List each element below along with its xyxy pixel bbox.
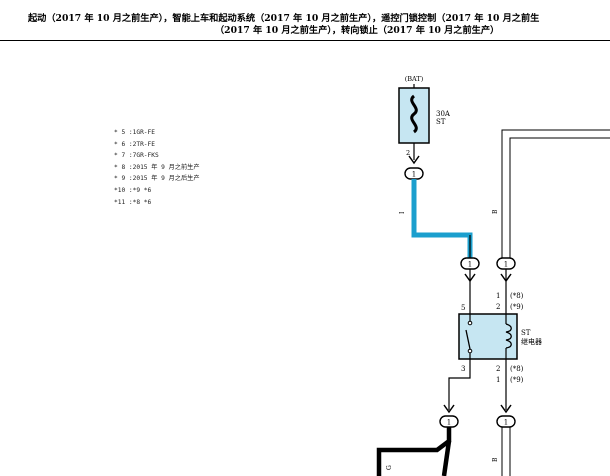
- footnote-legend: * 5 :1GR-FE * 6 :2TR-FE * 7 :7GR-FKS * 8…: [114, 127, 200, 208]
- fuse-name: ST: [436, 118, 446, 126]
- connector-pin-label: 1: [468, 261, 472, 269]
- arrow-down-icon: [443, 404, 455, 414]
- relay-pin-bottom-right-a: 2: [496, 365, 500, 373]
- relay-subname: 继电器: [521, 337, 542, 346]
- relay-name: ST: [521, 329, 531, 337]
- bottom-mark-left: G: [386, 465, 393, 470]
- wire-mark-left: I: [399, 211, 406, 214]
- relay-pin-top-left: 5: [461, 304, 465, 312]
- fuse-amp-rating: 30A: [436, 110, 451, 118]
- wire-mark-right: B: [492, 209, 499, 214]
- fuse-element-icon: [410, 94, 418, 134]
- thick-harness-wire: [376, 427, 452, 476]
- highlighted-wire: [411, 179, 473, 258]
- relay-pin-top-right-b: 2: [496, 303, 500, 311]
- legend-entry: * 8 :2015 年 9 月之前生产: [114, 163, 200, 171]
- relay-pin-top-right-b-note: (*9): [510, 303, 524, 311]
- relay-output-wire-left: [448, 359, 471, 410]
- connector-relay-out-right: [496, 415, 516, 428]
- relay-pin-bottom-right-b-note: (*9): [510, 376, 524, 384]
- legend-entry: * 6 :2TR-FE: [114, 140, 155, 148]
- bottom-mark-right: B: [492, 457, 499, 462]
- relay-switch-contact: [467, 348, 473, 354]
- page-header: 起动（2017 年 10 月之前生产），智能上车和起动系统（2017 年 10 …: [0, 0, 610, 41]
- connector-pin-label: 1: [504, 261, 508, 269]
- double-wire-inner: [509, 137, 610, 258]
- fuse-source-label: (BAT): [405, 75, 424, 83]
- arrow-down-icon: [500, 404, 512, 414]
- connector-pin-label: 1: [447, 419, 451, 427]
- connector-pin-label: 1: [412, 171, 416, 179]
- legend-entry: * 9 :2015 年 9 月之后生产: [114, 175, 200, 183]
- relay-pin-top-right-a: 1: [496, 292, 500, 300]
- fuse-pin-number: 2: [406, 149, 410, 157]
- arrow-down-icon: [408, 155, 420, 165]
- thick-harness-wire: [441, 440, 452, 476]
- relay-switch-contact: [467, 320, 473, 326]
- relay-pin-bottom-right-a-note: (*8): [510, 365, 524, 373]
- double-wire-outer: [501, 129, 610, 258]
- legend-entry: * 5 :1GR-FE: [114, 129, 155, 136]
- connector-pin-label: 1: [504, 419, 508, 427]
- legend-entry: *10 :*9 *6: [114, 186, 152, 194]
- header-title-line-1: 起动（2017 年 10 月之前生产），智能上车和起动系统（2017 年 10 …: [28, 13, 540, 24]
- relay-pin-bottom-right-b: 1: [496, 376, 500, 384]
- legend-entry: *11 :*8 *6: [114, 198, 152, 206]
- relay-switch-icon: [465, 329, 471, 350]
- header-title-line-2: （2017 年 10 月之前生产），转向锁止（2017 年 10 月之前生产）: [215, 25, 500, 36]
- legend-entry: * 7 :7GR-FKS: [114, 152, 159, 160]
- relay-pin-top-right-a-note: (*8): [510, 292, 524, 300]
- relay-pin-bottom-left: 3: [461, 365, 465, 373]
- relay-coil-icon: [505, 323, 512, 349]
